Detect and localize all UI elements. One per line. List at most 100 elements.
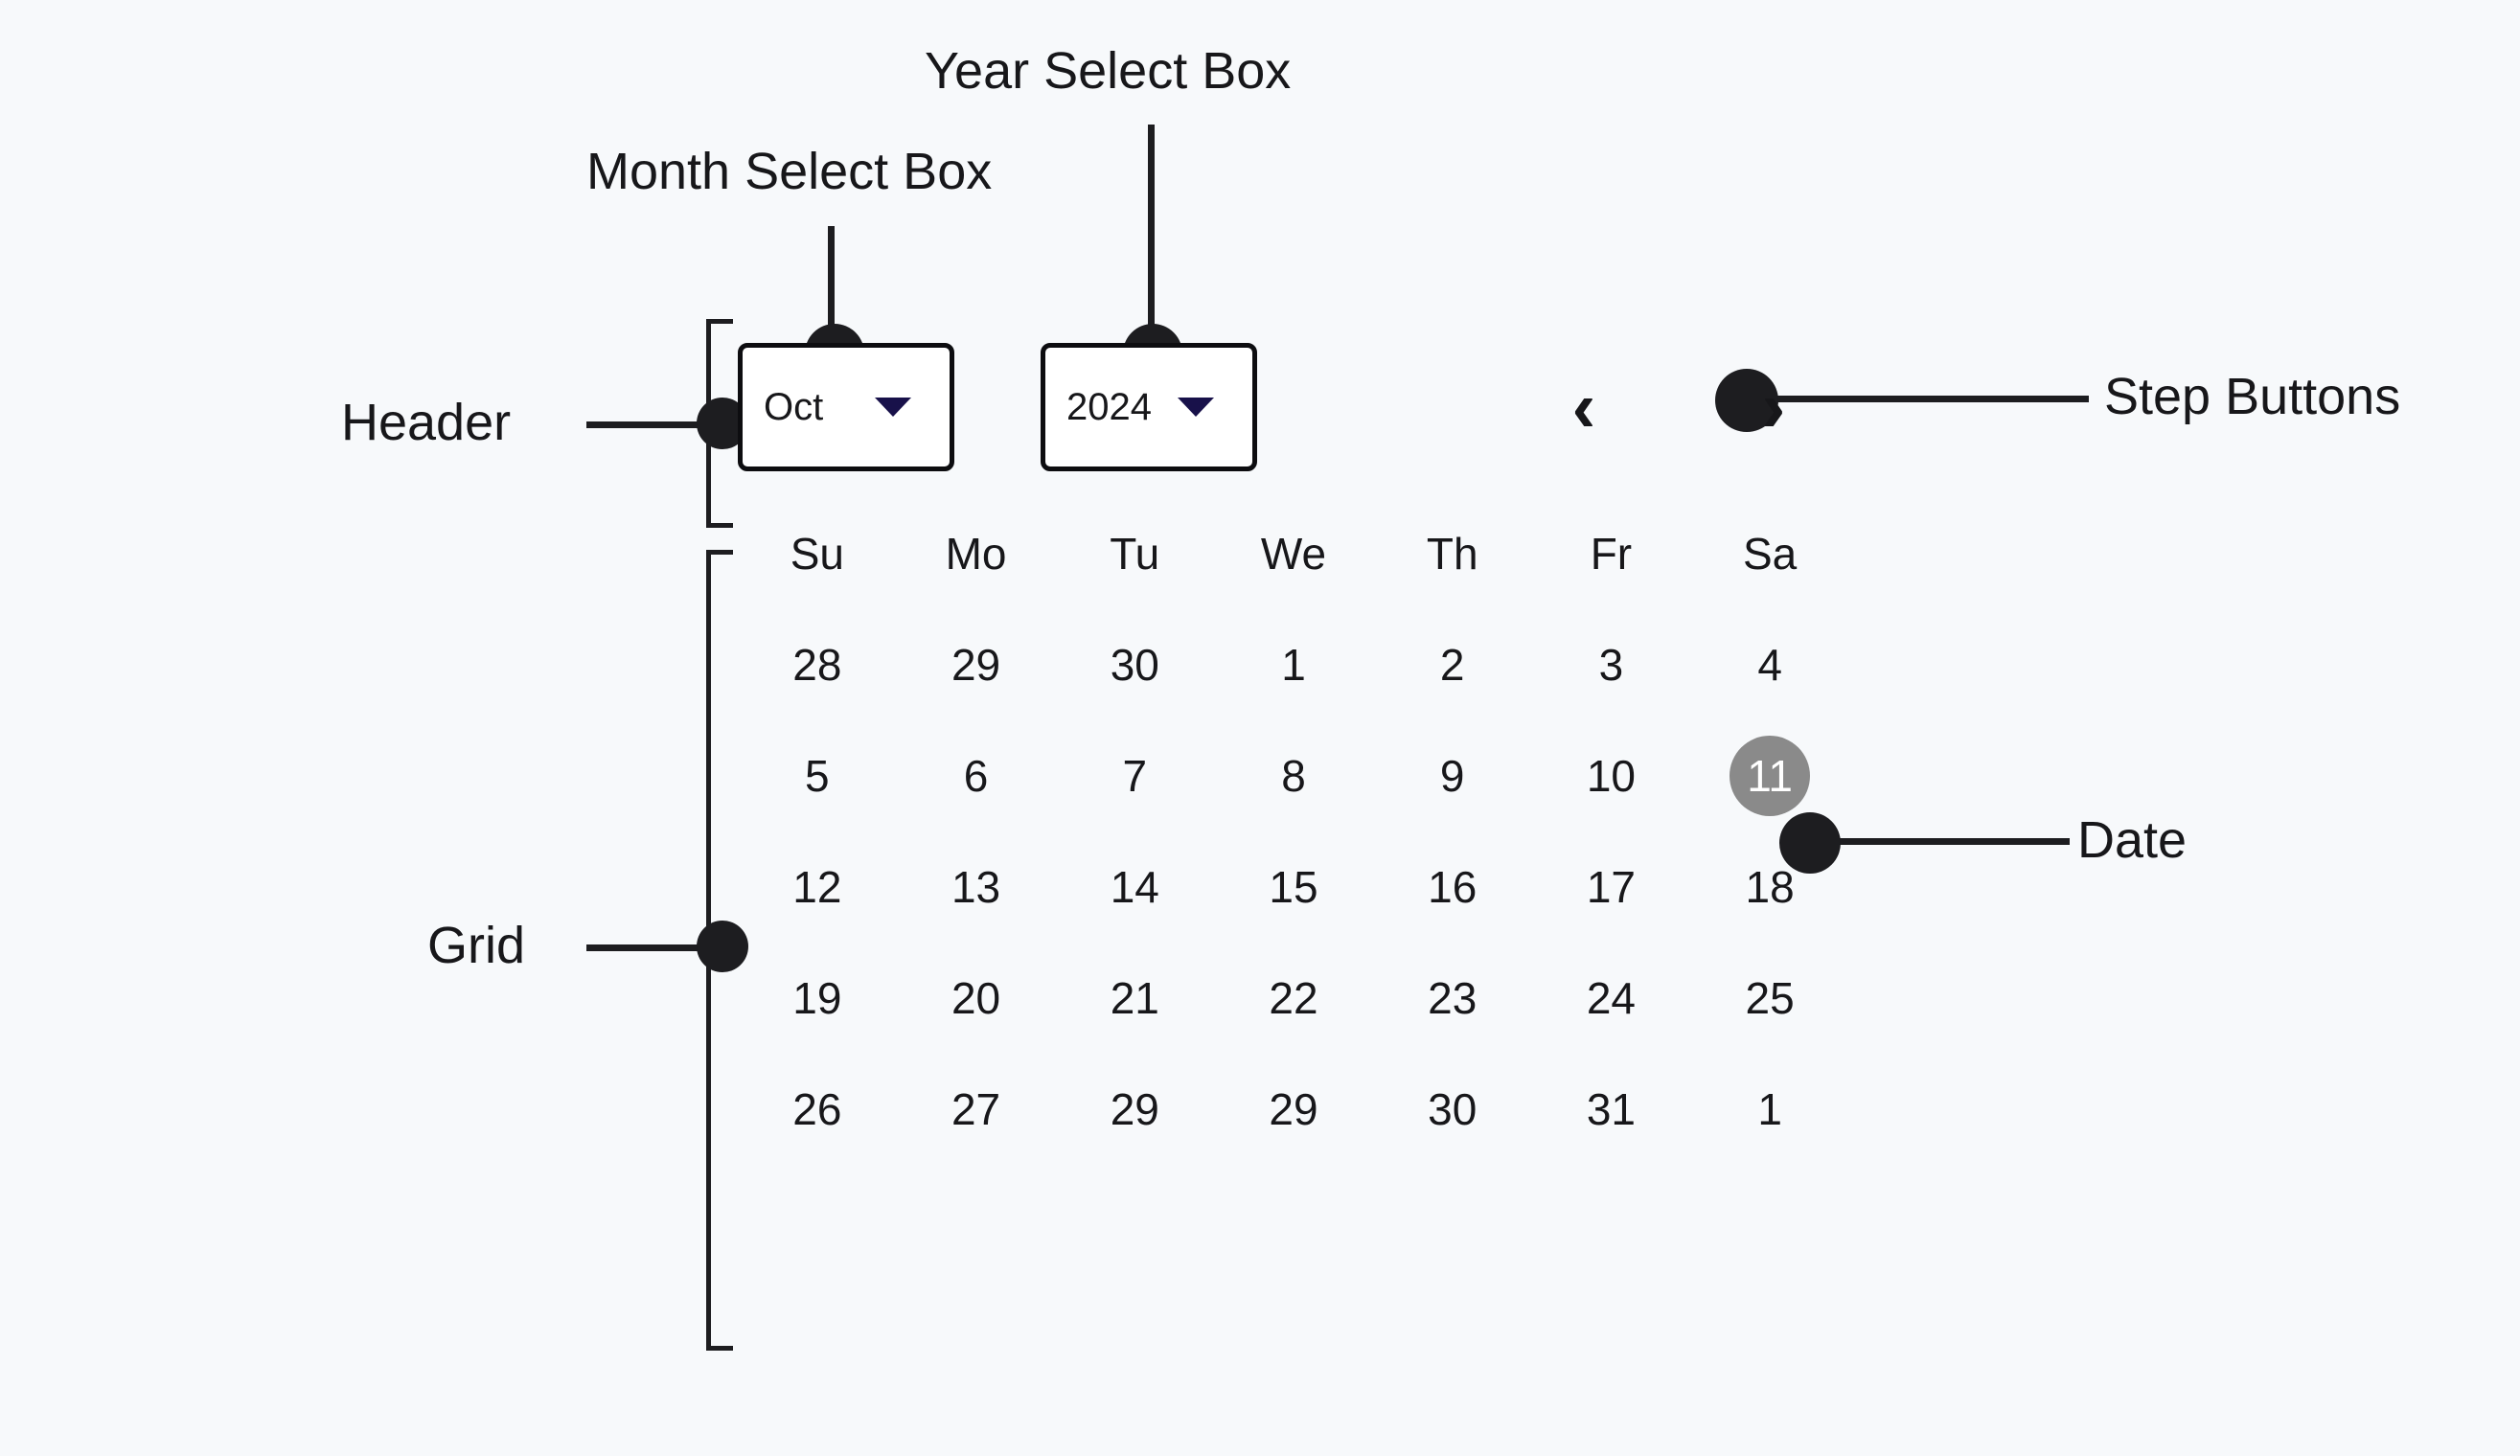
date-cell-label: 28 <box>792 640 842 690</box>
date-cell-label: 16 <box>1428 862 1478 912</box>
date-cell[interactable]: 17 <box>1532 853 1691 921</box>
date-cell-label: 23 <box>1428 973 1478 1023</box>
date-cell[interactable]: 29 <box>1055 1076 1214 1143</box>
month-select-box[interactable]: Oct <box>738 343 954 471</box>
date-cell-label: 11 <box>1730 736 1811 816</box>
date-cell[interactable]: 16 <box>1373 853 1532 921</box>
date-cell-label: 27 <box>951 1084 1001 1134</box>
date-cell[interactable]: 18 <box>1690 853 1849 921</box>
date-cell-label: 29 <box>1269 1084 1318 1134</box>
date-cell-label: 18 <box>1745 862 1795 912</box>
date-cell-label: 22 <box>1269 973 1318 1023</box>
date-cell-label: 1 <box>1757 1084 1782 1134</box>
calendar-header: Oct 2024 ‹ › <box>738 340 1849 474</box>
date-cell[interactable]: 23 <box>1373 965 1532 1032</box>
date-cell-label: 13 <box>951 862 1001 912</box>
date-cell-label: 19 <box>792 973 842 1023</box>
annotation-label-date: Date <box>2077 811 2188 869</box>
date-cell-label: 17 <box>1586 862 1636 912</box>
annotation-label-header: Header <box>341 394 512 451</box>
date-cell[interactable]: 19 <box>738 965 897 1032</box>
date-cell-label: 29 <box>951 640 1001 690</box>
date-cell-selected[interactable]: 11 <box>1690 736 1849 816</box>
date-cell[interactable]: 20 <box>897 965 1056 1032</box>
chevron-right-icon[interactable]: › <box>1761 367 1786 446</box>
year-select-value: 2024 <box>1066 385 1152 428</box>
date-cell[interactable]: 10 <box>1532 742 1691 809</box>
bracket-grid <box>706 550 733 1351</box>
date-cell-label: 6 <box>963 751 989 801</box>
date-cell-label: 30 <box>1428 1084 1478 1134</box>
weekday-header-su: Su <box>790 529 844 579</box>
date-cell[interactable]: 25 <box>1690 965 1849 1032</box>
date-cell-label: 20 <box>951 973 1001 1023</box>
bracket-header <box>706 319 733 528</box>
chevron-down-icon <box>1178 398 1214 417</box>
date-cell[interactable]: 6 <box>897 742 1056 809</box>
date-cell[interactable]: 14 <box>1055 853 1214 921</box>
date-cell[interactable]: 4 <box>1690 631 1849 698</box>
leader-line-header <box>586 421 717 428</box>
date-cell[interactable]: 30 <box>1373 1076 1532 1143</box>
leader-line-year-select <box>1148 125 1155 364</box>
date-cell[interactable]: 13 <box>897 853 1056 921</box>
date-cell-label: 8 <box>1281 751 1306 801</box>
anchor-dot-date <box>1779 812 1841 874</box>
date-cell[interactable]: 2 <box>1373 631 1532 698</box>
date-cell[interactable]: 12 <box>738 853 897 921</box>
leader-line-grid <box>586 944 717 951</box>
annotation-label-year-select: Year Select Box <box>925 42 1292 100</box>
date-cell[interactable]: 1 <box>1214 631 1373 698</box>
date-cell[interactable]: 5 <box>738 742 897 809</box>
date-cell[interactable]: 3 <box>1532 631 1691 698</box>
date-cell[interactable]: 26 <box>738 1076 897 1143</box>
annotation-label-grid: Grid <box>427 917 526 974</box>
weekday-header-th: Th <box>1426 529 1478 579</box>
date-cell-label: 26 <box>792 1084 842 1134</box>
date-cell[interactable]: 30 <box>1055 631 1214 698</box>
date-cell-label: 5 <box>805 751 830 801</box>
annotation-label-month-select: Month Select Box <box>586 143 993 200</box>
date-cell[interactable]: 21 <box>1055 965 1214 1032</box>
date-cell-label: 31 <box>1586 1084 1636 1134</box>
date-cell[interactable]: 1 <box>1690 1076 1849 1143</box>
date-cell-label: 30 <box>1110 640 1159 690</box>
date-cell[interactable]: 28 <box>738 631 897 698</box>
date-cell[interactable]: 15 <box>1214 853 1373 921</box>
date-cell-label: 29 <box>1110 1084 1159 1134</box>
date-cell-label: 10 <box>1586 751 1636 801</box>
step-buttons-group: ‹ › <box>1543 366 1849 448</box>
month-select-value: Oct <box>764 385 824 428</box>
date-cell[interactable]: 7 <box>1055 742 1214 809</box>
date-cell[interactable]: 29 <box>897 631 1056 698</box>
weekday-header-tu: Tu <box>1110 529 1160 579</box>
chevron-left-icon[interactable]: ‹ <box>1571 367 1596 446</box>
date-cell-label: 7 <box>1122 751 1148 801</box>
date-cell[interactable]: 22 <box>1214 965 1373 1032</box>
date-cell[interactable]: 29 <box>1214 1076 1373 1143</box>
date-cell[interactable]: 9 <box>1373 742 1532 809</box>
date-cell-label: 1 <box>1281 640 1306 690</box>
date-cell-label: 25 <box>1745 973 1795 1023</box>
date-cell-label: 21 <box>1110 973 1159 1023</box>
date-cell[interactable]: 8 <box>1214 742 1373 809</box>
year-select-box[interactable]: 2024 <box>1041 343 1257 471</box>
leader-line-date <box>1811 838 2070 845</box>
date-cell-label: 24 <box>1586 973 1636 1023</box>
date-cell[interactable]: 24 <box>1532 965 1691 1032</box>
leader-line-month-select <box>828 226 835 365</box>
date-cell[interactable]: 31 <box>1532 1076 1691 1143</box>
annotation-label-step-buttons: Step Buttons <box>2104 368 2401 425</box>
anchor-dot-step-buttons <box>1715 369 1778 432</box>
weekday-header-mo: Mo <box>945 529 1007 579</box>
weekday-header-we: We <box>1260 529 1327 579</box>
date-cell-label: 2 <box>1439 640 1465 690</box>
weekday-header-fr: Fr <box>1590 529 1633 579</box>
date-cell-label: 15 <box>1269 862 1318 912</box>
anchor-dot-grid <box>697 921 748 972</box>
date-cell-label: 4 <box>1757 640 1782 690</box>
date-cell[interactable]: 27 <box>897 1076 1056 1143</box>
date-cell-label: 12 <box>792 862 842 912</box>
